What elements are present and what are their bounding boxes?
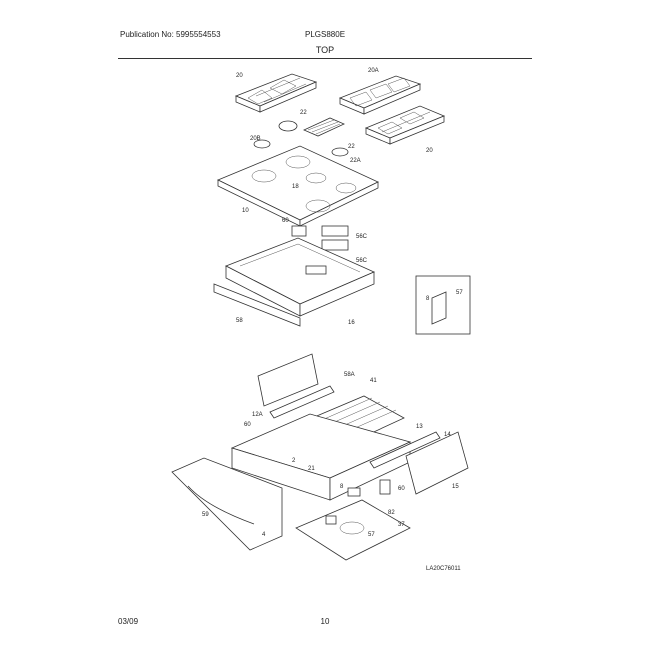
header-rule bbox=[118, 58, 532, 59]
burner-caps bbox=[253, 120, 349, 157]
upper-rail bbox=[269, 385, 335, 419]
callout: 41 bbox=[370, 378, 377, 384]
drawer-bottom bbox=[295, 499, 411, 561]
callout: 60 bbox=[282, 218, 289, 224]
callout: 13 bbox=[416, 424, 423, 430]
callout: 56C bbox=[356, 234, 368, 240]
cooktop-maintop bbox=[217, 145, 379, 227]
callout: 2 bbox=[292, 458, 296, 464]
callout: 60 bbox=[398, 486, 405, 492]
rear-panel bbox=[257, 353, 319, 407]
griddle-plate bbox=[303, 117, 345, 137]
callout: 10 bbox=[242, 208, 249, 214]
drawer-slide bbox=[369, 431, 441, 469]
callout: 22A bbox=[350, 158, 361, 164]
callout: 18 bbox=[292, 184, 299, 190]
callout: 22 bbox=[300, 110, 307, 116]
right-burner-grate-rear bbox=[338, 75, 422, 115]
page-number: 10 bbox=[320, 617, 330, 626]
inset-detail bbox=[415, 275, 471, 335]
callout: 15 bbox=[452, 484, 459, 490]
drawer-front bbox=[171, 457, 283, 551]
section-title: TOP bbox=[315, 45, 335, 55]
callout: 20A bbox=[368, 68, 379, 74]
callout: 82 bbox=[388, 510, 395, 516]
callout: 58 bbox=[236, 318, 243, 324]
callout: 12A bbox=[252, 412, 263, 418]
burner-valves bbox=[291, 225, 349, 251]
callout: 22 bbox=[348, 144, 355, 150]
callout: 20 bbox=[236, 73, 243, 79]
footer-date: 03/09 bbox=[118, 617, 139, 626]
callout: 56C bbox=[356, 258, 368, 264]
callout: 21 bbox=[308, 466, 315, 472]
small-brackets bbox=[325, 479, 391, 525]
side-panel bbox=[405, 431, 469, 495]
callout: 60 bbox=[244, 422, 251, 428]
callout: 8 bbox=[426, 296, 430, 302]
callout: 16 bbox=[348, 320, 355, 326]
callout: 57 bbox=[368, 532, 375, 538]
burner-box bbox=[225, 237, 375, 317]
callout: 57 bbox=[456, 290, 463, 296]
left-burner-grate bbox=[234, 73, 318, 113]
callout: 20 bbox=[426, 148, 433, 154]
callout: 59 bbox=[202, 512, 209, 518]
callout-labels: 20 20A 20 22 22 20B 22A 18 10 60 56C 56C… bbox=[202, 68, 463, 538]
drawing-id: LA20C76011 bbox=[426, 566, 461, 572]
callout: 8 bbox=[340, 484, 344, 490]
publication-number: Publication No: 5995554553 bbox=[120, 30, 221, 39]
callout: 4 bbox=[262, 532, 266, 538]
callout: 20B bbox=[250, 136, 261, 142]
callout: 58A bbox=[344, 372, 355, 378]
callout: 37 bbox=[398, 522, 405, 528]
right-burner-grate-front bbox=[364, 105, 446, 145]
front-trim bbox=[213, 283, 301, 327]
callout: 14 bbox=[444, 432, 451, 438]
model-number: PLGS880E bbox=[305, 30, 346, 39]
